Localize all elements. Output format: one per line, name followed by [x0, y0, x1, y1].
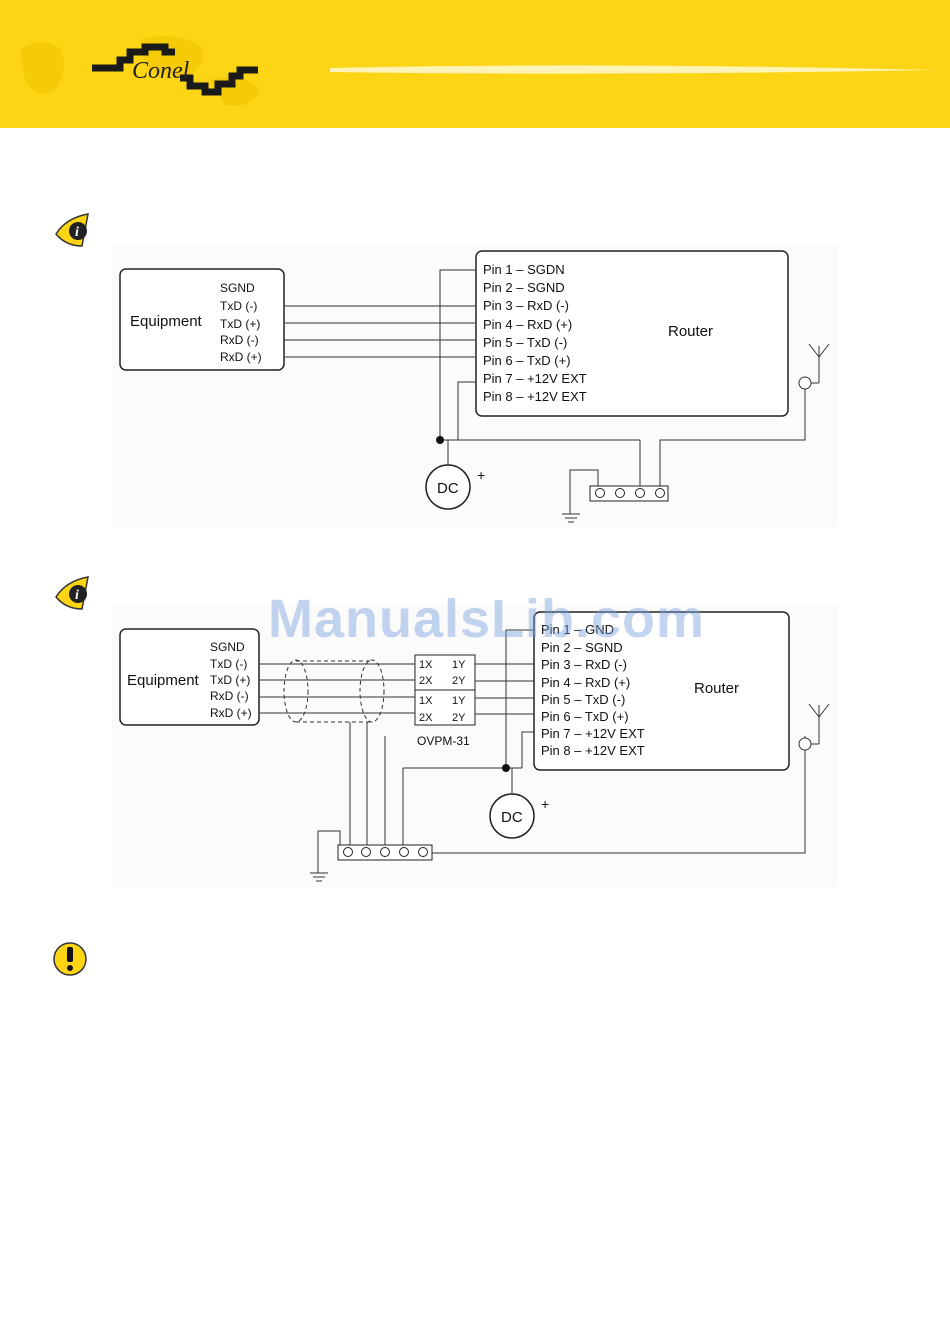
equipment-label: Equipment: [127, 672, 200, 689]
equipment-pin: RxD (-): [220, 333, 259, 347]
router-label: Router: [694, 680, 739, 697]
router-pin: Pin 8 – +12V EXT: [483, 389, 587, 404]
conel-logo: Conel: [92, 43, 258, 96]
warning-icon: [53, 942, 87, 976]
router-box: [533, 611, 790, 771]
svg-text:2X: 2X: [419, 675, 433, 687]
router-pin: Pin 2 – SGND: [483, 280, 565, 295]
svg-text:1X: 1X: [419, 695, 433, 707]
router-pin: Pin 4 – RxD (+): [483, 317, 572, 332]
svg-text:+: +: [541, 796, 549, 812]
equipment-pin: TxD (+): [210, 673, 250, 687]
svg-text:2Y: 2Y: [452, 712, 466, 724]
router-label: Router: [668, 323, 713, 340]
dc-source: [489, 793, 535, 839]
equipment-pin: RxD (+): [220, 350, 262, 364]
svg-text:+: +: [477, 467, 485, 483]
router-pin: Pin 8 – +12V EXT: [541, 743, 645, 758]
router-pin: Pin 3 – RxD (-): [483, 298, 569, 313]
svg-text:2X: 2X: [419, 712, 433, 724]
svg-text:2Y: 2Y: [452, 675, 466, 687]
dc-source: [425, 464, 471, 510]
router-pin: Pin 7 – +12V EXT: [483, 371, 587, 386]
equipment-pin: SGND: [210, 640, 245, 654]
equipment-pin: RxD (+): [210, 706, 252, 720]
equipment-pin: TxD (+): [220, 317, 260, 331]
terminal-block: [589, 485, 669, 502]
equipment-pin: RxD (-): [210, 689, 249, 703]
equipment-pin: TxD (-): [220, 299, 257, 313]
router-box: [475, 250, 789, 417]
router-pin: Pin 7 – +12V EXT: [541, 726, 645, 741]
equipment-label: Equipment: [130, 313, 203, 330]
router-pin: Pin 5 – TxD (-): [483, 335, 567, 350]
router-pin: Pin 1 – GND: [541, 622, 614, 637]
page-header: Conel: [0, 0, 950, 128]
info-icon: i: [55, 213, 89, 247]
router-pin: Pin 6 – TxD (+): [483, 353, 571, 368]
equipment-box: [119, 628, 260, 726]
svg-text:1Y: 1Y: [452, 695, 466, 707]
router-pin: Pin 6 – TxD (+): [541, 709, 629, 724]
equipment-box: [119, 268, 285, 371]
svg-text:Conel: Conel: [132, 58, 190, 84]
info-icon: i: [55, 576, 89, 610]
router-pin: Pin 5 – TxD (-): [541, 692, 625, 707]
svg-text:1X: 1X: [419, 659, 433, 671]
header-graphic: Conel: [20, 36, 935, 106]
router-pin: Pin 1 – SGDN: [483, 262, 565, 277]
svg-text:DC: DC: [437, 480, 459, 497]
router-pin: Pin 3 – RxD (-): [541, 657, 627, 672]
svg-text:i: i: [75, 588, 79, 603]
router-pin: Pin 2 – SGND: [541, 640, 623, 655]
svg-text:DC: DC: [501, 809, 523, 826]
svg-text:1Y: 1Y: [452, 659, 466, 671]
router-pin: Pin 4 – RxD (+): [541, 675, 630, 690]
ovpm-label: OVPM-31: [417, 734, 470, 748]
equipment-pin: SGND: [220, 281, 255, 295]
equipment-pin: TxD (-): [210, 657, 247, 671]
svg-text:i: i: [75, 225, 79, 240]
watermark: ManualsLib.com: [268, 589, 706, 649]
